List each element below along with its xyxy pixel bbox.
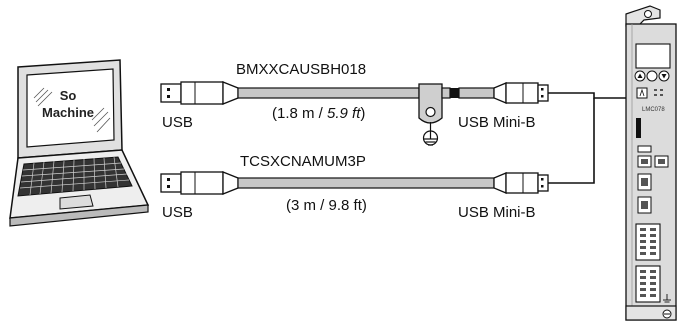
cable-2-length: (3 m / 9.8 ft)	[286, 197, 367, 214]
ground-symbol-icon	[422, 130, 439, 146]
cable-1: BMXXCAUSBH018 (1.8 m / 5.9 ft) USB USB M…	[160, 61, 646, 146]
cable-2-right-connector-label: USB Mini-B	[458, 204, 536, 221]
cable-2-left-connector-label: USB	[162, 204, 193, 221]
usb-a-plug-icon	[160, 81, 239, 105]
laptop-screen-text-2: Machine	[42, 105, 94, 120]
usb-a-plug-icon	[160, 171, 239, 195]
controller-module-icon: LMC078	[625, 5, 677, 321]
cable-2-part-number: TCSXCNAMUM3P	[240, 153, 366, 170]
usb-mini-b-plug-icon	[493, 82, 549, 104]
laptop-icon: So Machine	[9, 59, 150, 227]
cable-1-length: (1.8 m / 5.9 ft)	[272, 105, 365, 122]
ferrite-clamp-icon	[418, 83, 443, 130]
cable-2: TCSXCNAMUM3P (3 m / 9.8 ft) USB USB Mini…	[160, 98, 595, 221]
cable-1-right-connector-label: USB Mini-B	[458, 114, 536, 131]
controller-model-label: LMC078	[642, 107, 665, 113]
cable-1-part-number: BMXXCAUSBH018	[236, 61, 366, 78]
usb-mini-b-plug-icon	[493, 172, 549, 194]
cable-1-left-connector-label: USB	[162, 114, 193, 131]
laptop-screen-text-1: So	[60, 88, 77, 103]
